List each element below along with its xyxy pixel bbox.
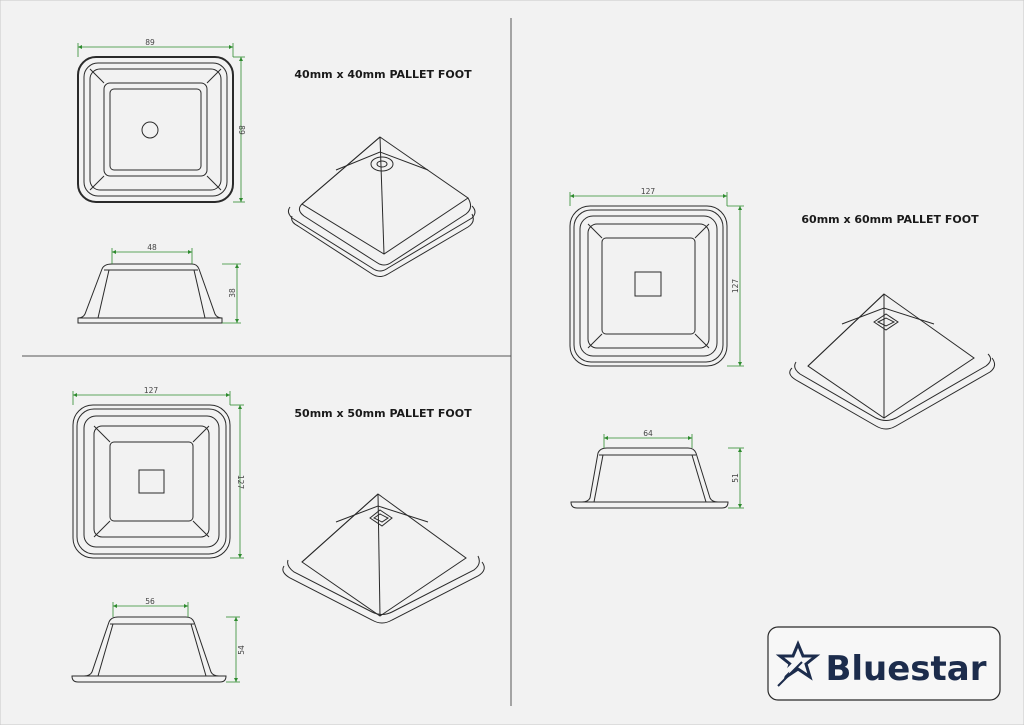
star-icon (774, 640, 821, 687)
side-height-label-40mm: 38 (228, 288, 237, 298)
side-width-label-40mm: 48 (147, 243, 157, 252)
title-50mm: 50mm x 50mm PALLET FOOT (294, 407, 472, 420)
isometric-view-40mm (287, 136, 476, 277)
title-40mm: 40mm x 40mm PALLET FOOT (294, 68, 472, 81)
dimensions-50mm (72, 391, 244, 683)
top-width-label-60mm: 127 (641, 187, 656, 196)
top-width-label-40mm: 89 (145, 38, 155, 47)
top-width-label-50mm: 127 (144, 386, 159, 395)
title-60mm: 60mm x 60mm PALLET FOOT (801, 213, 979, 226)
logo-frame (767, 626, 1001, 701)
dimensions-60mm (569, 192, 744, 509)
top-height-label-60mm: 127 (731, 279, 740, 294)
side-view-50mm (71, 616, 227, 683)
dimensions-40mm (77, 43, 245, 324)
top-height-label-40mm: 89 (237, 125, 246, 135)
isometric-view-50mm (282, 493, 485, 624)
brand-name: Bluestar (825, 649, 986, 689)
side-height-label-60mm: 51 (731, 473, 740, 483)
top-view-40mm (77, 56, 234, 203)
top-view-60mm (569, 205, 728, 367)
top-height-label-50mm: 127 (236, 475, 245, 490)
side-width-label-60mm: 64 (643, 429, 653, 438)
side-width-label-50mm: 56 (145, 597, 155, 606)
drawing-40mm (77, 56, 476, 324)
drawing-60mm (569, 205, 996, 509)
drawing-50mm (71, 404, 485, 683)
top-view-50mm (72, 404, 231, 559)
side-view-60mm (570, 447, 729, 509)
isometric-view-60mm (789, 293, 996, 430)
side-height-label-50mm: 54 (237, 645, 246, 655)
brand-logo: Bluestar (767, 626, 1001, 701)
